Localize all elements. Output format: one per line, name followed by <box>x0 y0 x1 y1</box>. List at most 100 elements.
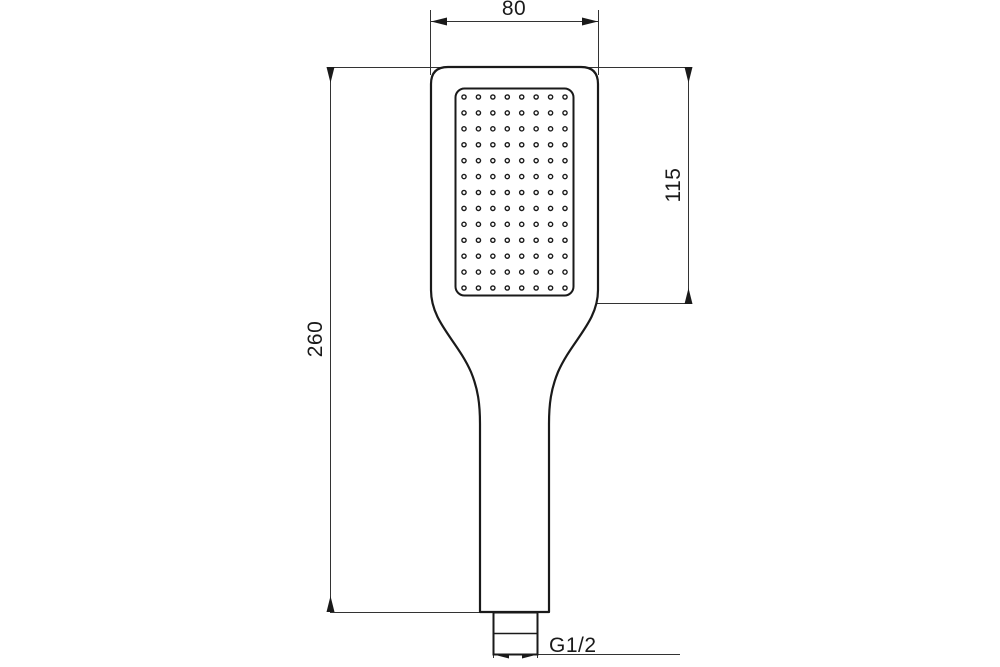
nozzle-hole <box>504 237 511 244</box>
nozzle-hole <box>533 173 539 180</box>
nozzle-hole <box>490 110 496 116</box>
nozzle-hole <box>461 221 467 228</box>
nozzle-hole <box>461 110 467 116</box>
nozzle-hole <box>547 189 554 196</box>
nozzle-hole <box>547 141 554 148</box>
nozzle-hole <box>504 221 511 228</box>
nozzle-hole <box>475 141 482 148</box>
nozzle-hole <box>461 237 467 244</box>
nozzle-hole <box>547 205 554 212</box>
nozzle-hole <box>490 221 496 228</box>
nozzle-hole <box>547 126 554 132</box>
nozzle-hole <box>504 253 511 259</box>
nozzle-hole <box>490 141 496 148</box>
nozzle-hole <box>461 157 467 164</box>
nozzle-hole <box>504 189 511 196</box>
nozzle-hole <box>533 221 539 228</box>
nozzle-hole <box>461 141 467 148</box>
nozzle-hole <box>461 205 467 212</box>
nozzle-hole <box>562 110 568 116</box>
nozzle-hole <box>562 253 568 259</box>
nozzle-hole <box>533 285 539 291</box>
nozzle-hole <box>518 126 525 132</box>
nozzle-hole <box>475 237 482 244</box>
nozzle-hole <box>461 173 467 180</box>
nozzle-hole <box>504 110 511 116</box>
nozzle-hole <box>475 221 482 228</box>
nozzle-hole <box>475 253 482 259</box>
arrow-head-height-top <box>684 67 693 83</box>
nozzle-face-plate-group <box>454 87 575 297</box>
nozzle-hole <box>547 269 554 275</box>
nozzle-hole <box>533 157 539 164</box>
nozzle-hole <box>518 285 525 291</box>
nozzle-hole <box>490 94 496 100</box>
nozzle-hole <box>518 110 525 116</box>
nozzle-hole <box>547 221 554 228</box>
nozzle-hole <box>533 237 539 244</box>
arrow-width-right <box>582 17 598 26</box>
nozzle-hole <box>518 157 525 164</box>
dimension-label-width: 80 <box>502 0 526 20</box>
nozzle-hole <box>533 141 539 148</box>
nozzle-hole <box>562 173 568 180</box>
arrow-head-height-bottom <box>684 288 693 304</box>
nozzle-hole <box>533 205 539 212</box>
nozzle-hole <box>475 110 482 116</box>
nozzle-hole <box>490 157 496 164</box>
nozzle-hole <box>547 285 554 291</box>
nozzle-hole <box>533 269 539 275</box>
nozzle-hole <box>518 269 525 275</box>
nozzle-hole <box>533 110 539 116</box>
nozzle-hole <box>504 205 511 212</box>
nozzle-hole <box>490 237 496 244</box>
nozzle-hole <box>490 253 496 259</box>
nozzle-hole <box>518 173 525 180</box>
nozzle-hole <box>562 141 568 148</box>
nozzle-hole <box>562 189 568 196</box>
nozzle-hole <box>490 173 496 180</box>
nozzle-hole <box>518 141 525 148</box>
nozzle-hole <box>533 126 539 132</box>
nozzle-hole <box>518 205 525 212</box>
arrow-height-bottom <box>326 596 335 612</box>
nozzle-hole <box>490 205 496 212</box>
nozzle-hole <box>562 237 568 244</box>
dimension-label-total-height: 260 <box>304 321 327 358</box>
nozzle-hole <box>533 189 539 196</box>
nozzle-hole <box>547 110 554 116</box>
nozzle-hole <box>504 141 511 148</box>
nozzle-hole <box>504 269 511 275</box>
nozzle-grid <box>461 94 568 291</box>
nozzle-hole <box>504 173 511 180</box>
nozzle-hole <box>533 253 539 259</box>
nozzle-hole <box>475 94 482 100</box>
nozzle-hole <box>461 269 467 275</box>
arrow-width-left <box>431 17 447 26</box>
nozzle-hole <box>475 189 482 196</box>
nozzle-hole <box>461 126 467 132</box>
nozzle-hole <box>562 126 568 132</box>
nozzle-hole <box>475 269 482 275</box>
nozzle-hole <box>518 189 525 196</box>
nozzle-hole <box>547 173 554 180</box>
nozzle-hole <box>461 189 467 196</box>
arrow-height-top <box>326 67 335 83</box>
hose-connector-group <box>492 611 539 656</box>
nozzle-hole <box>504 157 511 164</box>
nozzle-face-plate <box>454 87 575 297</box>
nozzle-hole <box>504 285 511 291</box>
nozzle-hole <box>461 253 467 259</box>
nozzle-hole <box>518 237 525 244</box>
nozzle-hole <box>490 269 496 275</box>
nozzle-hole <box>547 237 554 244</box>
nozzle-hole <box>518 94 525 100</box>
nozzle-hole <box>490 189 496 196</box>
nozzle-hole <box>518 253 525 259</box>
nozzle-hole <box>475 126 482 132</box>
nozzle-hole <box>562 285 568 291</box>
nozzle-hole <box>562 157 568 164</box>
nozzle-hole <box>562 205 568 212</box>
nozzle-hole <box>562 221 568 228</box>
